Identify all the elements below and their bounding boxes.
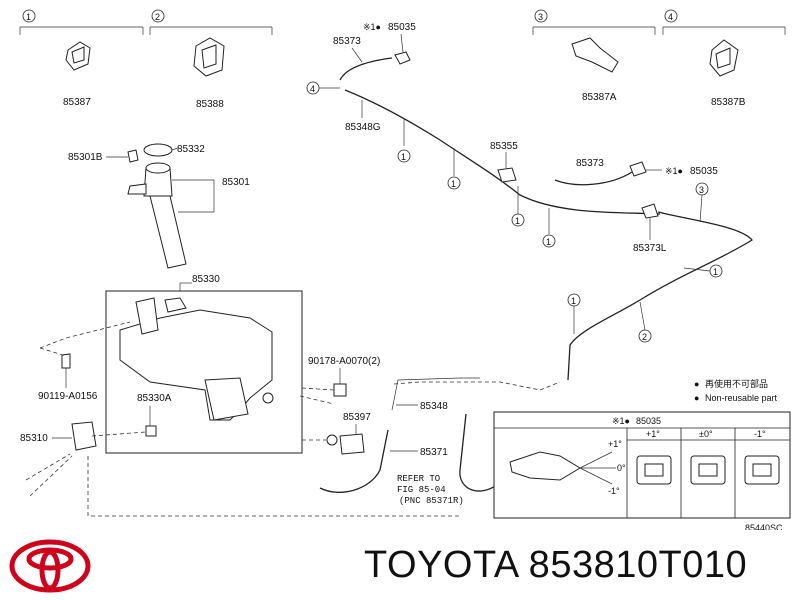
svg-text:再使用不可部品: 再使用不可部品 — [705, 378, 768, 389]
svg-text:85388: 85388 — [196, 99, 224, 110]
svg-text:1: 1 — [571, 296, 576, 306]
svg-text:85440SC: 85440SC — [745, 523, 783, 530]
svg-text:1: 1 — [515, 216, 520, 226]
svg-text:85035: 85035 — [690, 166, 718, 177]
svg-text:85348G: 85348G — [345, 122, 381, 133]
svg-text:85387B: 85387B — [711, 97, 746, 108]
svg-text:3: 3 — [538, 12, 543, 22]
tank-assembly: 85330 85330A — [105, 274, 303, 454]
upper-hose-assembly: 85373 ※1● 85035 4 85348G 1 1 85355 1 1 — [306, 22, 661, 248]
svg-text:85397: 85397 — [343, 412, 371, 423]
svg-text:2: 2 — [642, 332, 647, 342]
svg-text:0°: 0° — [617, 463, 626, 473]
part-number-title: TOYOTA 853810T010 — [364, 544, 748, 586]
brand-bar: TOYOTA 853810T010 — [0, 530, 800, 600]
svg-text:※1●: ※1● — [612, 416, 630, 426]
svg-text:Non-reusable part: Non-reusable part — [705, 393, 778, 403]
svg-text:85330A: 85330A — [137, 393, 172, 404]
svg-text:85332: 85332 — [177, 144, 205, 155]
svg-text:4: 4 — [668, 12, 673, 22]
svg-text:2: 2 — [155, 12, 160, 22]
svg-text:85035: 85035 — [388, 22, 416, 33]
svg-text:+1°: +1° — [608, 439, 622, 449]
svg-text:90119-A0156: 90119-A0156 — [38, 391, 98, 402]
svg-text:3: 3 — [699, 185, 704, 195]
svg-text:1: 1 — [401, 152, 406, 162]
svg-text:85301: 85301 — [222, 177, 250, 188]
clip-group-2: 2 85388 — [149, 9, 273, 110]
svg-text:4: 4 — [310, 84, 315, 94]
svg-text:1: 1 — [26, 12, 31, 22]
washer-parts-diagram: 1 85387 2 85388 3 85387A 4 85387B — [19, 9, 791, 530]
svg-text:85373: 85373 — [576, 158, 604, 169]
svg-text:REFER TO: REFER TO — [397, 474, 440, 484]
svg-text:※1●: ※1● — [363, 22, 381, 32]
clip-group-3: 3 85387A — [532, 9, 656, 103]
legend: ● 再使用不可部品 ● Non-reusable part — [694, 378, 778, 403]
svg-text:1: 1 — [713, 267, 718, 277]
nozzle-view-minus — [744, 455, 780, 485]
center-fasteners: 90178-A0070(2) 85397 85348 85371 REFER T… — [299, 356, 561, 506]
svg-text:85373: 85373 — [333, 36, 361, 47]
svg-text:85371: 85371 — [420, 447, 448, 458]
svg-text:85373L: 85373L — [633, 243, 667, 254]
svg-text:85355: 85355 — [490, 141, 518, 152]
svg-text:85387: 85387 — [63, 97, 91, 108]
svg-text:※1●: ※1● — [665, 166, 683, 176]
clip-group-1: 1 85387 — [19, 9, 144, 108]
nozzle-angle-inset: ※1● 85035 +1° ±0° -1° +1° 0° -1° 85440SC — [493, 411, 791, 530]
pump-and-fasteners: 90119-A0156 85310 — [20, 321, 460, 517]
svg-text:FIG 85-04: FIG 85-04 — [397, 485, 446, 495]
svg-text:85348: 85348 — [420, 401, 448, 412]
toyota-logo-icon — [9, 539, 91, 593]
svg-text:90178-A0070(2): 90178-A0070(2) — [308, 356, 380, 367]
svg-text:85387A: 85387A — [582, 92, 617, 103]
filler-inlet: 85301B 85332 85301 — [68, 143, 250, 269]
svg-text:85330: 85330 — [192, 274, 220, 285]
svg-text:85310: 85310 — [20, 433, 48, 444]
svg-text:±0°: ±0° — [699, 429, 713, 439]
nozzle-view-zero — [690, 455, 726, 485]
nozzle-view-plus — [636, 455, 672, 485]
svg-text:(PNC 85371R): (PNC 85371R) — [399, 496, 464, 506]
svg-text:-1°: -1° — [754, 429, 766, 439]
svg-text:+1°: +1° — [646, 429, 660, 439]
svg-text:85035: 85035 — [636, 416, 661, 426]
svg-text:●: ● — [694, 393, 699, 403]
svg-text:-1°: -1° — [608, 486, 620, 496]
svg-text:1: 1 — [546, 237, 551, 247]
clip-group-4: 4 85387B — [662, 9, 786, 108]
svg-text:85301B: 85301B — [68, 152, 103, 163]
right-nozzle-branch: 85373 ※1● 85035 3 85373L 1 2 1 — [554, 158, 753, 381]
svg-text:1: 1 — [451, 179, 456, 189]
svg-text:●: ● — [694, 379, 699, 389]
